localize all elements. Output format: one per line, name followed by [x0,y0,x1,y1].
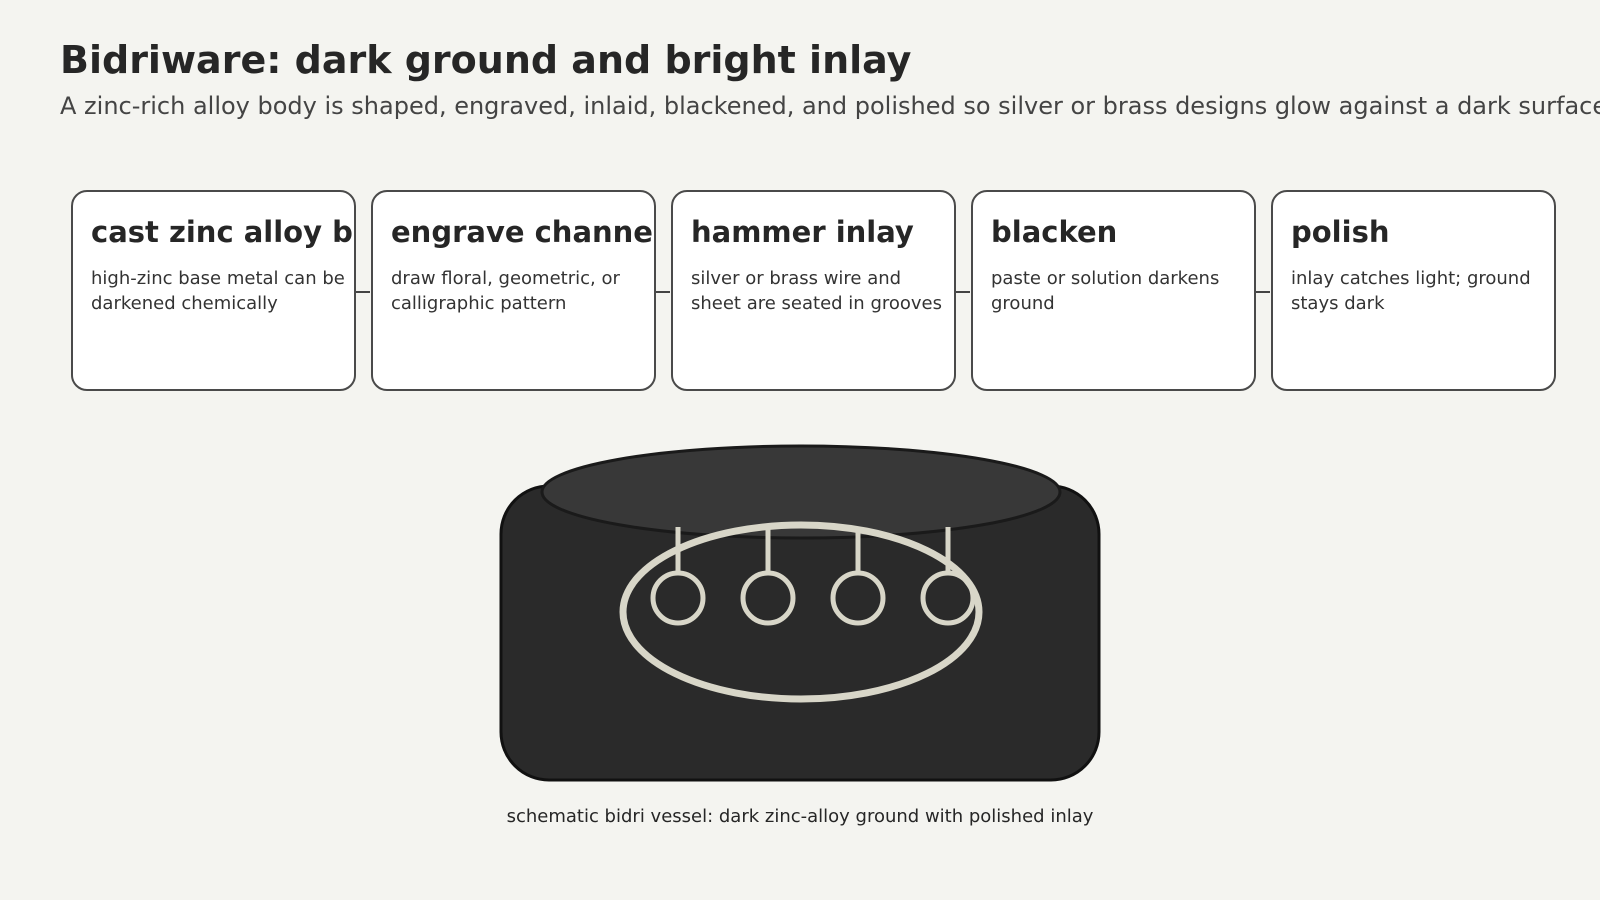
illustration-caption: schematic bidri vessel: dark zinc-alloy … [506,806,1094,827]
connector-2-3 [656,291,670,293]
inlay-ring [920,570,976,626]
connector-4-5 [1256,291,1270,293]
step-card-cast: cast zinc alloy body high-zinc base meta… [71,190,356,391]
page-subtitle: A zinc-rich alloy body is shaped, engrav… [60,92,1600,120]
step-card-engrave: engrave channels draw floral, geometric,… [371,190,656,391]
step-card-inlay: hammer inlay silver or brass wire and sh… [671,190,956,391]
connector-3-4 [956,291,970,293]
step-title: polish [1291,215,1390,249]
step-description: inlay catches light; ground stays dark [1291,268,1531,314]
step-title: cast zinc alloy body [91,215,354,249]
process-steps: cast zinc alloy body high-zinc base meta… [71,190,1561,395]
inlay-ring [650,570,706,626]
step-description: paste or solution darkens ground [991,268,1220,314]
step-title: hammer inlay [691,215,914,249]
connector-1-2 [356,291,370,293]
step-card-blacken: blacken paste or solution darkens ground [971,190,1256,391]
page-title: Bidriware: dark ground and bright inlay [60,38,912,82]
step-title: engrave channels [391,215,656,249]
inlay-ring [830,570,886,626]
step-description: silver or brass wire and sheet are seate… [691,268,942,314]
inlay-oval [619,521,983,703]
step-title: blacken [991,215,1118,249]
step-description: high-zinc base metal can be darkened che… [91,268,345,314]
inlay-pattern [619,521,983,703]
inlay-ring [740,570,796,626]
vessel-mouth [540,444,1062,540]
step-description: draw floral, geometric, or calligraphic … [391,268,620,314]
step-card-polish: polish inlay catches light; ground stays… [1271,190,1556,391]
